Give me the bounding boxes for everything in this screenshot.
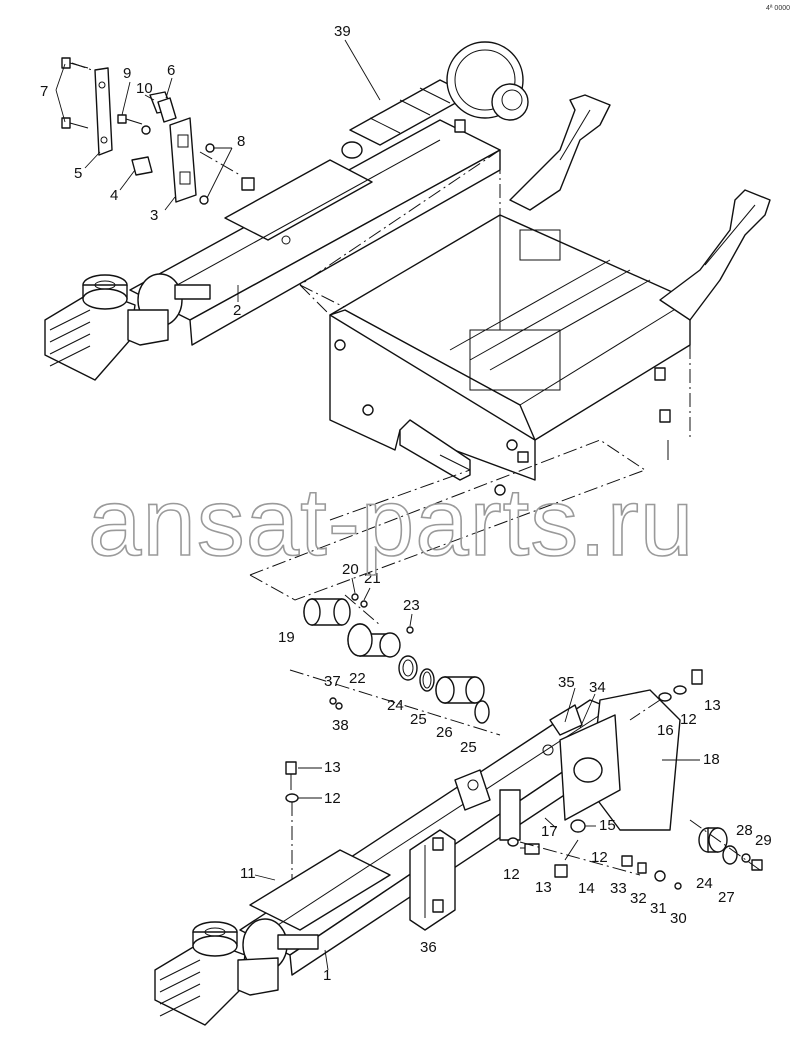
- callout-34: 34: [589, 679, 606, 696]
- lower-track-frame: [154, 689, 681, 1026]
- callout-18: 18: [703, 751, 720, 768]
- callout-33: 33: [610, 880, 627, 897]
- watermark-text: ansat-parts.ru: [88, 469, 694, 576]
- callout-13-top: 13: [324, 759, 341, 776]
- callout-11: 11: [240, 865, 256, 882]
- callout-31: 31: [650, 900, 667, 917]
- main-frame: [329, 214, 691, 496]
- callout-13-right: 13: [704, 697, 721, 714]
- callout-7: 7: [40, 83, 48, 100]
- callout-9: 9: [123, 65, 131, 82]
- callout-8: 8: [237, 133, 245, 150]
- callout-12-bottom: 12: [503, 866, 520, 883]
- frame-arms: [509, 94, 771, 321]
- callout-25b: 25: [460, 739, 477, 756]
- lower-hardware: [285, 669, 763, 890]
- callout-26: 26: [436, 724, 453, 741]
- callout-3: 3: [150, 207, 158, 224]
- callout-25: 25: [410, 711, 427, 728]
- callout-12-top: 12: [324, 790, 341, 807]
- callout-27: 27: [718, 889, 735, 906]
- callout-29: 29: [755, 832, 772, 849]
- callout-2: 2: [233, 302, 241, 319]
- middle-parts: [289, 593, 501, 736]
- callout-19: 19: [278, 629, 295, 646]
- callout-21: 21: [364, 570, 381, 587]
- callout-30: 30: [670, 910, 687, 927]
- callout-37: 37: [324, 673, 341, 690]
- callout-12-right: 12: [680, 711, 697, 728]
- callout-labels: 39 7 9 10 6 8 5 4 3 2 20 21 23 19 22 37 …: [40, 23, 772, 984]
- callout-1: 1: [323, 967, 331, 984]
- callout-14: 14: [578, 880, 595, 897]
- callout-36: 36: [420, 939, 437, 956]
- callout-24-right: 24: [696, 875, 713, 892]
- callout-23: 23: [403, 597, 420, 614]
- leader-lines: [55, 39, 700, 971]
- callout-28: 28: [736, 822, 753, 839]
- callout-17: 17: [541, 823, 558, 840]
- callout-20: 20: [342, 561, 359, 578]
- callout-6: 6: [167, 62, 175, 79]
- center-lines-frame: [249, 160, 691, 601]
- callout-39: 39: [334, 23, 351, 40]
- callout-12-lower: 12: [591, 849, 608, 866]
- callout-35: 35: [558, 674, 575, 691]
- upper-track-frame: [44, 41, 529, 381]
- callout-16: 16: [657, 722, 674, 739]
- callout-4: 4: [110, 187, 118, 204]
- callout-24: 24: [387, 697, 404, 714]
- callout-38: 38: [332, 717, 349, 734]
- callout-10: 10: [136, 80, 153, 97]
- callout-32: 32: [630, 890, 647, 907]
- corner-mark: 4ª 0000: [766, 5, 790, 12]
- callout-13-bottom: 13: [535, 879, 552, 896]
- callout-5: 5: [74, 165, 82, 182]
- callout-15: 15: [599, 817, 616, 834]
- callout-22: 22: [349, 670, 366, 687]
